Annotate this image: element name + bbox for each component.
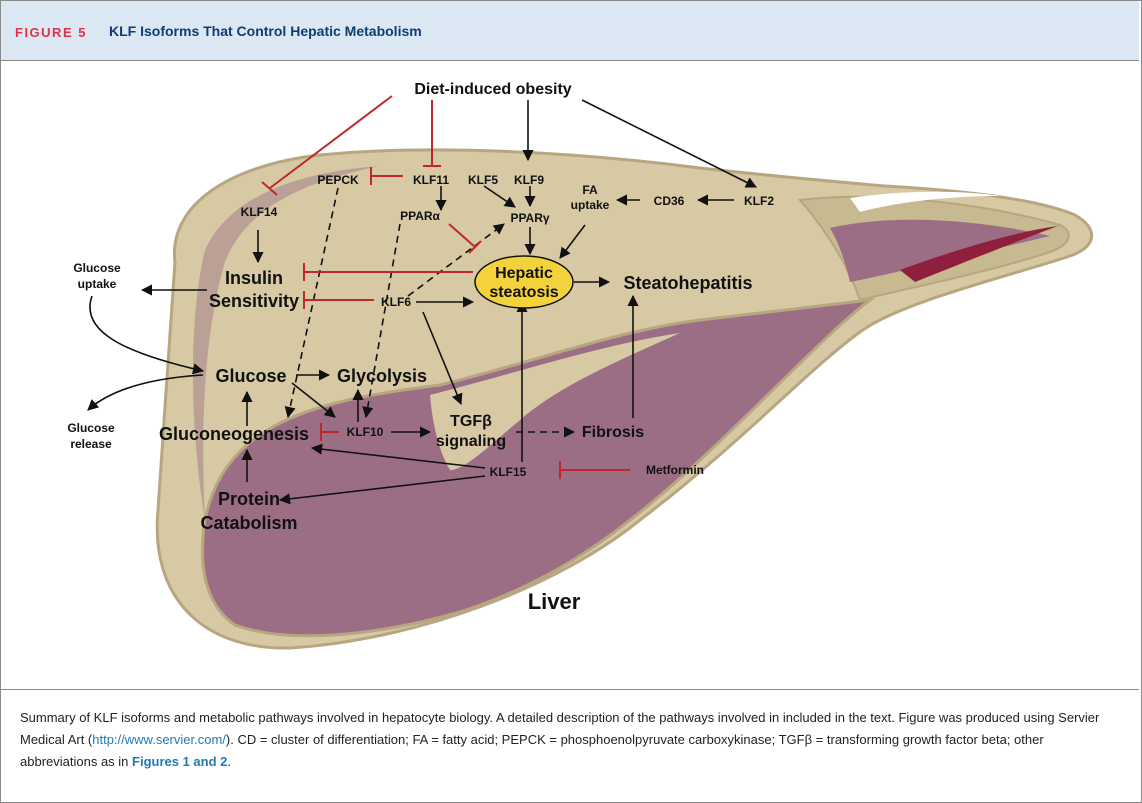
label-liver: Liver: [528, 589, 581, 614]
label-klf14: KLF14: [241, 205, 278, 219]
label-catabolism: Catabolism: [200, 513, 297, 533]
label-glucose: Glucose: [215, 366, 286, 386]
label-fibrosis: Fibrosis: [582, 424, 644, 441]
label-glucose-uptake-2: uptake: [78, 277, 117, 291]
liver-diagram: Diet-induced obesity PEPCK KLF11 KLF5 KL…: [0, 0, 1142, 700]
label-klf15: KLF15: [490, 465, 527, 479]
label-gluconeogenesis: Gluconeogenesis: [159, 424, 309, 444]
label-klf6: KLF6: [381, 295, 411, 309]
label-fa-uptake: uptake: [571, 198, 610, 212]
label-glucose-release-2: release: [70, 437, 112, 451]
label-klf2: KLF2: [744, 194, 774, 208]
label-klf10: KLF10: [347, 425, 384, 439]
label-glucose-release-1: Glucose: [67, 421, 115, 435]
label-klf9: KLF9: [514, 173, 544, 187]
figures-reference-link[interactable]: Figures 1 and 2: [132, 754, 227, 769]
label-klf5: KLF5: [468, 173, 498, 187]
label-glycolysis: Glycolysis: [337, 366, 427, 386]
figure-caption: Summary of KLF isoforms and metabolic pa…: [20, 707, 1120, 773]
servier-link[interactable]: http://www.servier.com/: [92, 732, 226, 747]
label-tgfb: TGFβ: [450, 413, 492, 430]
label-klf11: KLF11: [413, 173, 449, 187]
label-steatosis: steatosis: [489, 284, 558, 301]
caption-text-3: .: [227, 754, 231, 769]
label-hepatic: Hepatic: [495, 265, 553, 282]
liver-illustration: [157, 150, 1092, 648]
label-cd36: CD36: [654, 194, 685, 208]
label-signaling: signaling: [436, 433, 506, 450]
label-fa: FA: [582, 183, 598, 197]
label-protein: Protein: [218, 489, 280, 509]
label-glucose-uptake-1: Glucose: [73, 261, 121, 275]
label-sensitivity: Sensitivity: [209, 291, 299, 311]
label-ppar-gamma: PPARγ: [510, 211, 549, 225]
label-steatohepatitis: Steatohepatitis: [623, 273, 752, 293]
label-pepck: PEPCK: [317, 173, 359, 187]
label-insulin: Insulin: [225, 268, 283, 288]
label-diet-induced-obesity: Diet-induced obesity: [414, 81, 571, 98]
label-ppar-alpha: PPARα: [400, 209, 440, 223]
label-metformin: Metformin: [646, 463, 704, 477]
